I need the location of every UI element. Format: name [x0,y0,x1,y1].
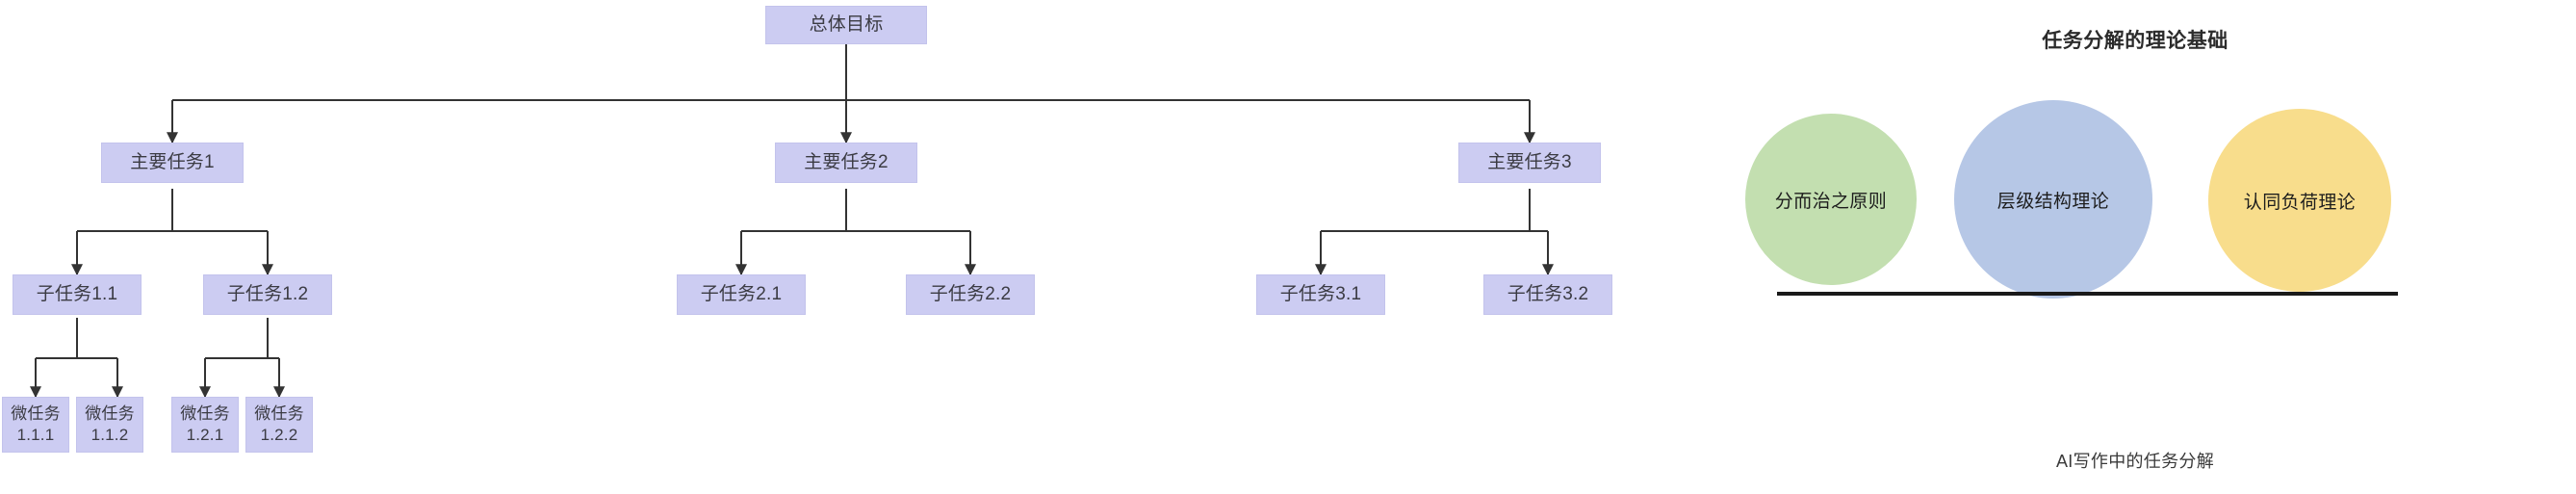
tree-node-subtask-2-1[interactable]: 子任务2.1 [677,274,806,315]
tree-node-main-task-3[interactable]: 主要任务3 [1458,143,1601,183]
panel-caption: AI写作中的任务分解 [2055,452,2214,471]
task-decomposition-tree: 总体目标 主要任务1 主要任务2 主要任务3 子任务1.1 子任务1.2 子任务… [2,6,1612,453]
tree-node-main-task-2[interactable]: 主要任务2 [775,143,917,183]
tree-node-microtask-1-1-2[interactable]: 微任务 1.1.2 [76,397,143,453]
tree-node-subtask-1-2[interactable]: 子任务1.2 [203,274,332,315]
tree-node-subtask-3-2[interactable]: 子任务3.2 [1483,274,1612,315]
tree-node-subtask-1-1[interactable]: 子任务1.1 [13,274,142,315]
tree-node-subtask-2-2[interactable]: 子任务2.2 [906,274,1035,315]
circles-baseline [1777,292,2398,296]
tree-node-microtask-1-1-1[interactable]: 微任务 1.1.1 [2,397,69,453]
tree-node-subtask-3-1[interactable]: 子任务3.1 [1256,274,1385,315]
theory-foundation-panel: 任务分解的理论基础 分而治之原则 层级结构理论 认同负荷理论 AI写作中的任务分… [1694,0,2576,494]
tree-node-microtask-1-2-1[interactable]: 微任务 1.2.1 [171,397,239,453]
theory-circle-divide-and-conquer[interactable]: 分而治之原则 [1745,114,1917,285]
panel-title: 任务分解的理论基础 [2042,30,2228,52]
theory-circle-cognitive-load[interactable]: 认同负荷理论 [2208,109,2391,292]
tree-node-main-task-1[interactable]: 主要任务1 [101,143,244,183]
tree-node-root[interactable]: 总体目标 [765,6,927,44]
tree-node-microtask-1-2-2[interactable]: 微任务 1.2.2 [245,397,313,453]
theory-circle-hierarchy[interactable]: 层级结构理论 [1954,100,2152,299]
